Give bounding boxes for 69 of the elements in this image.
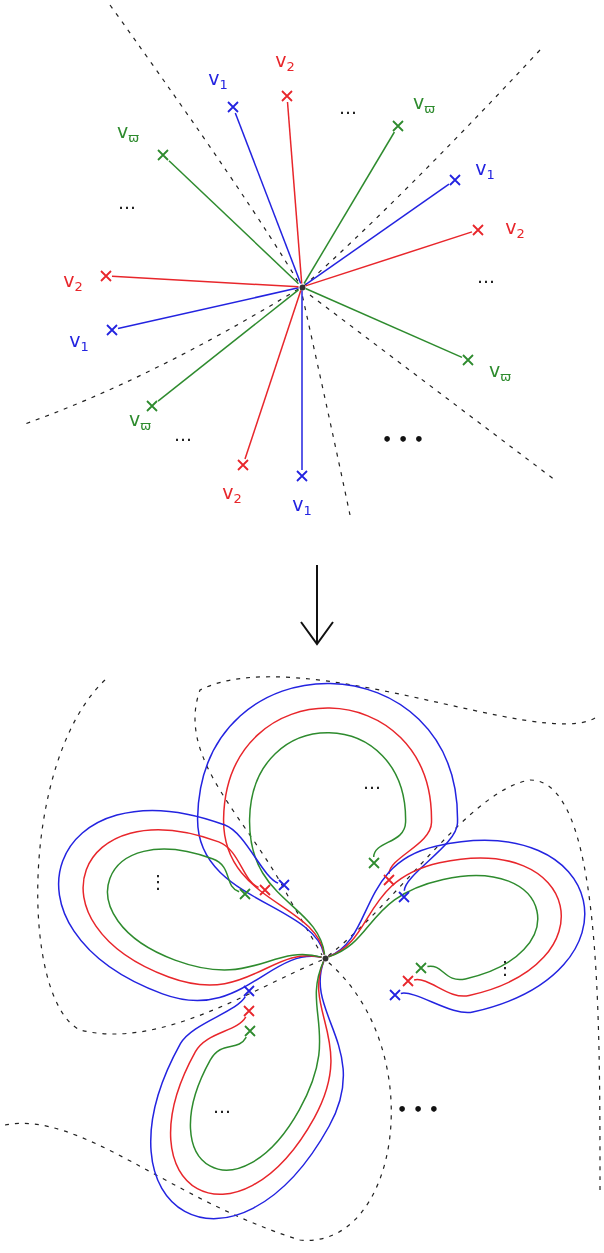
curve-line (304, 183, 450, 286)
cross-mark (278, 879, 291, 892)
ellipsis-label: … (363, 774, 381, 792)
ellipsis-label: … (118, 194, 136, 212)
cross-mark (146, 400, 158, 412)
cross-mark (392, 120, 404, 132)
curve-line (196, 682, 459, 956)
cross-mark (388, 988, 401, 1001)
curve-line (248, 732, 407, 956)
cross-mark (239, 887, 252, 900)
curve-line (244, 289, 302, 460)
ellipsis-label: • • • (382, 432, 424, 448)
ellipsis-label: … (174, 426, 192, 444)
curve-line (304, 231, 473, 287)
curve-line (168, 159, 300, 285)
cross-mark (398, 890, 411, 903)
vector-label: v$_{2}$ (505, 217, 525, 241)
ellipsis-label: … (213, 1098, 231, 1116)
curve-line (111, 275, 300, 288)
curve-line (301, 289, 303, 471)
curve-line (304, 287, 463, 359)
vector-label: v$_{ϖ}$ (488, 360, 512, 384)
vector-label: v$_{ϖ}$ (116, 121, 140, 145)
cross-mark (296, 470, 308, 482)
vector-label: v$_{1}$ (208, 68, 228, 92)
curve-line (157, 289, 300, 402)
cross-mark (258, 883, 271, 896)
curve-line (106, 848, 323, 971)
curve-line (234, 112, 302, 285)
cross-mark (472, 224, 484, 236)
cross-mark (449, 174, 461, 186)
curve-line (222, 707, 433, 956)
ellipsis-label: ⋮ (496, 959, 514, 977)
ellipsis-label: … (477, 268, 495, 286)
curve-line (286, 101, 303, 285)
curve-line (170, 960, 332, 1195)
center-point (321, 954, 329, 962)
vector-label: v$_{1}$ (292, 494, 312, 518)
cross-mark (100, 270, 112, 282)
curve-line (189, 960, 325, 1171)
cross-mark (243, 1025, 256, 1038)
cross-mark (382, 873, 395, 886)
cross-mark (243, 1004, 256, 1017)
cross-mark (281, 90, 293, 102)
center-point (298, 283, 306, 291)
cross-mark (237, 459, 249, 471)
cross-mark (402, 975, 415, 988)
ellipsis-label: • • • (397, 1102, 439, 1118)
vector-label: v$_{1}$ (69, 330, 89, 354)
vector-label: v$_{2}$ (63, 270, 83, 294)
vector-label: v$_{2}$ (222, 482, 242, 506)
vector-label: v$_{1}$ (475, 158, 495, 182)
cross-mark (462, 354, 474, 366)
ellipsis-label: ⋮ (149, 873, 167, 891)
cross-mark (227, 101, 239, 113)
vector-label: v$_{2}$ (275, 50, 295, 74)
cross-mark (415, 961, 428, 974)
cross-mark (106, 324, 118, 336)
cross-mark (367, 857, 380, 870)
curve-line (82, 829, 323, 986)
curve-line (327, 874, 539, 981)
curve-line (303, 131, 396, 285)
cross-mark (242, 984, 255, 997)
ellipsis-label: … (339, 99, 357, 117)
curve-line (117, 287, 300, 330)
vector-label: v$_{ϖ}$ (412, 92, 436, 116)
cross-mark (157, 149, 169, 161)
curve-line (327, 857, 562, 997)
vector-label: v$_{ϖ}$ (128, 409, 152, 433)
